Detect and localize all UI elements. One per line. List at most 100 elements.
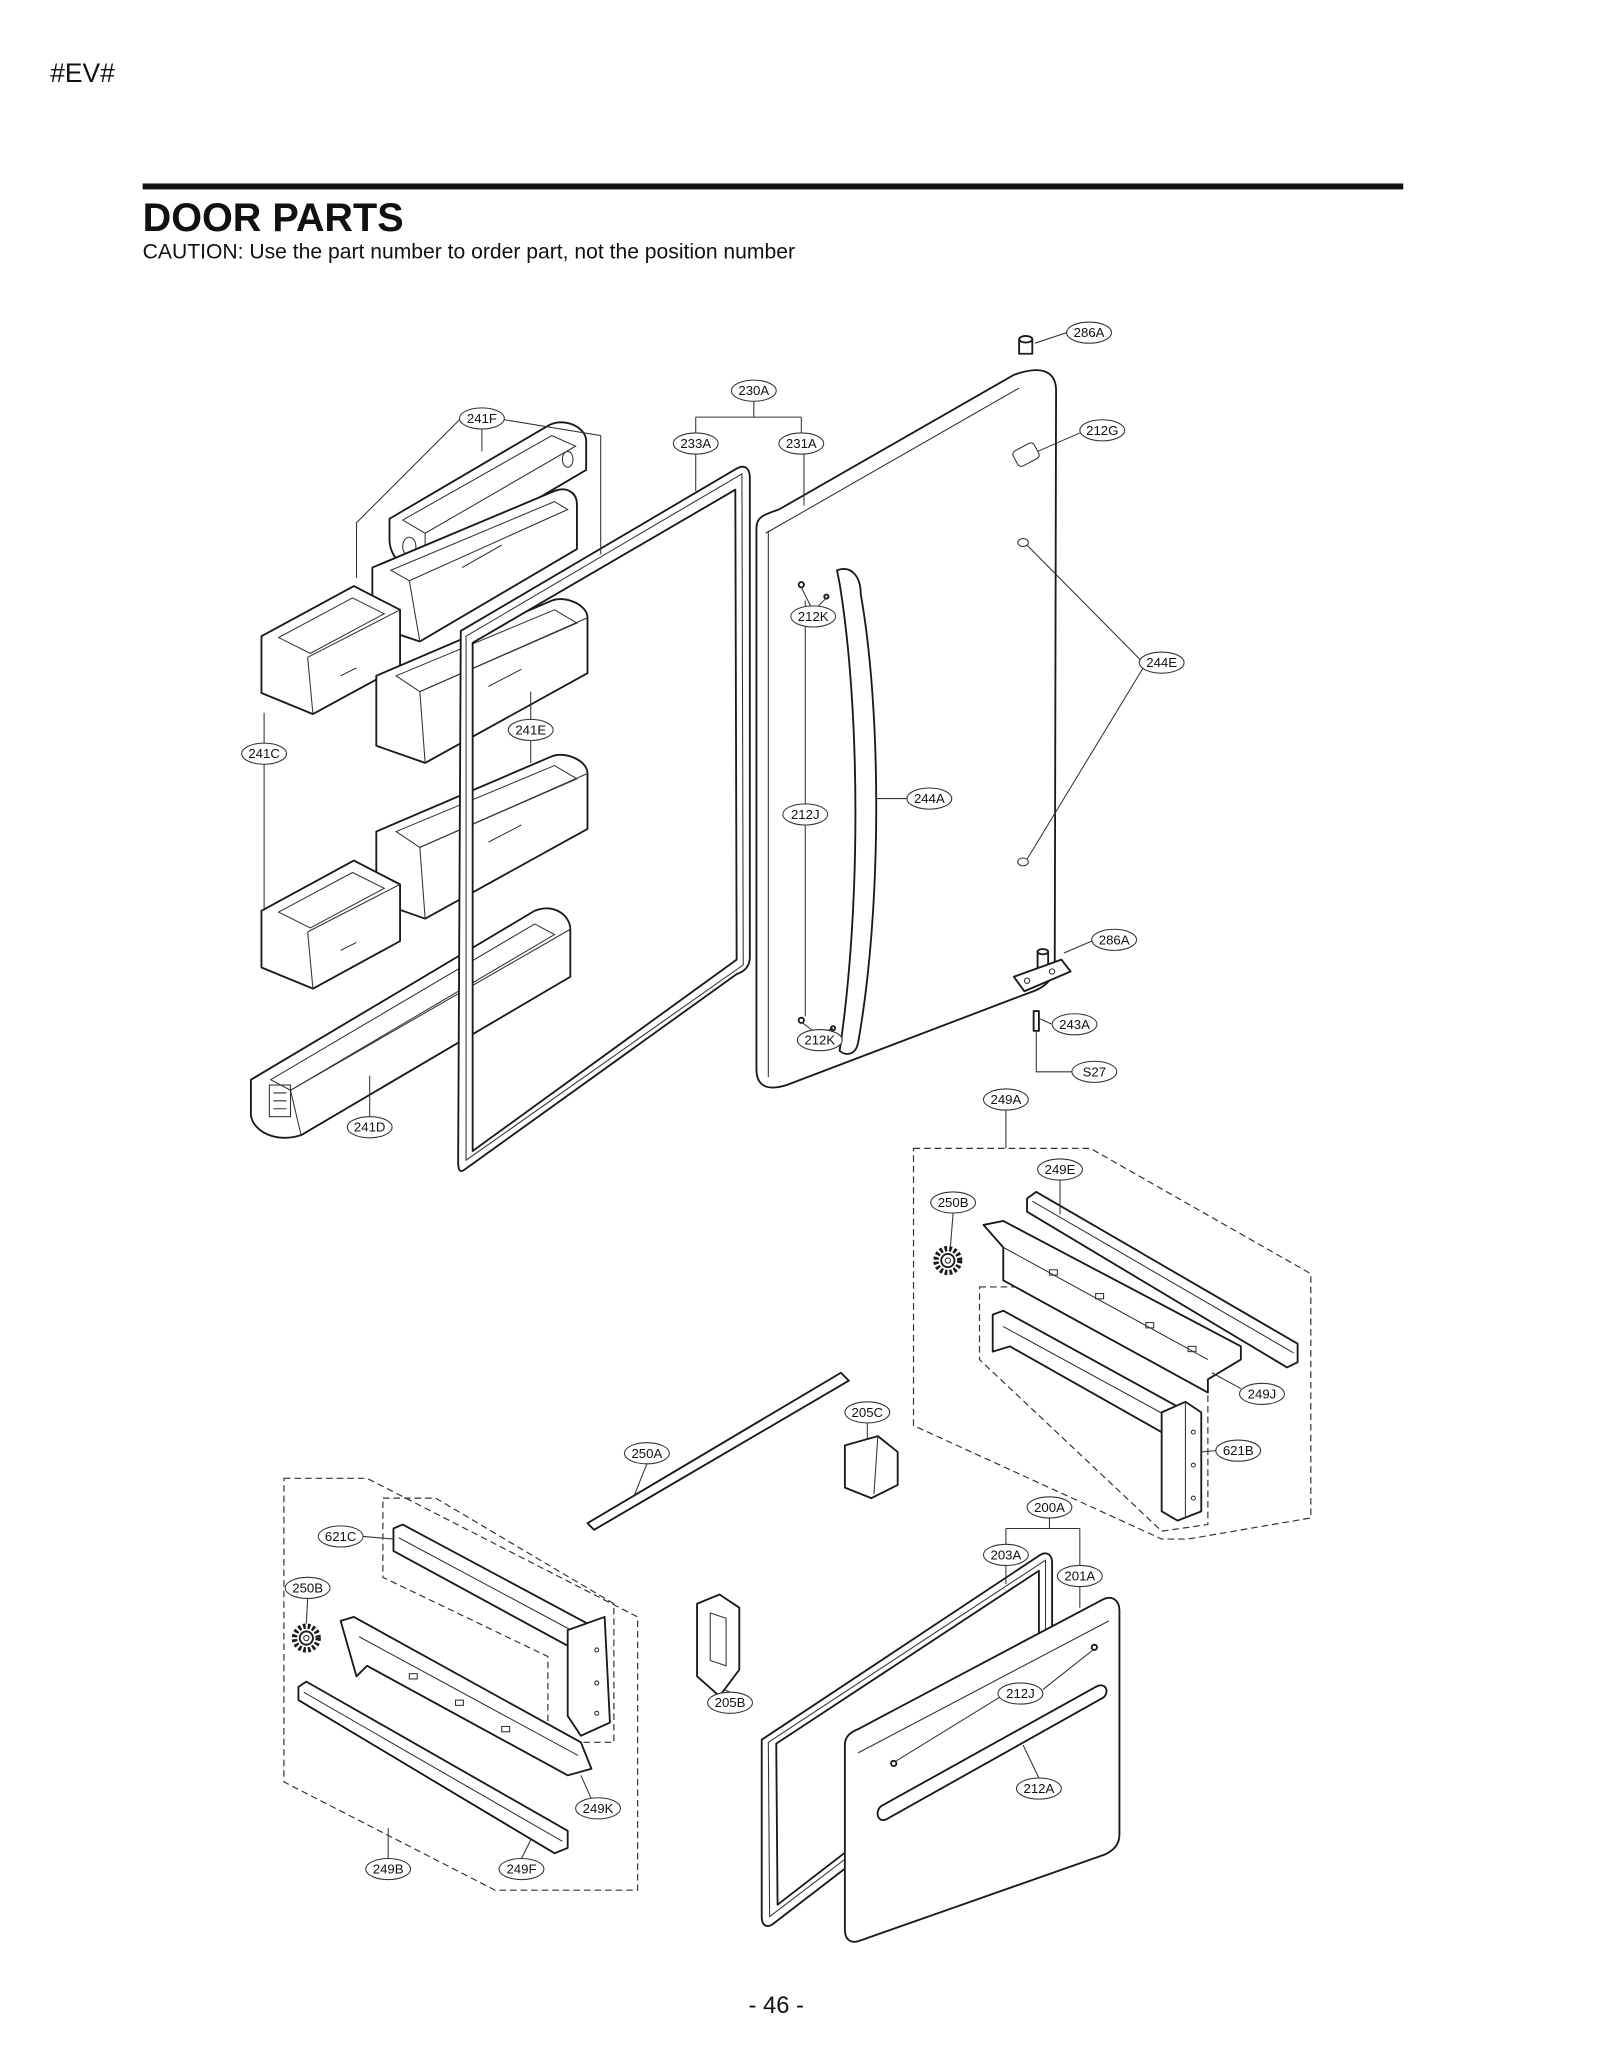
cap-hole-icon <box>1017 538 1029 547</box>
callout-249a: 249A <box>982 1088 1029 1111</box>
strip-250A <box>586 1371 850 1531</box>
bracket-upper-right <box>982 1220 1242 1394</box>
page-number: - 46 - <box>749 1992 804 2019</box>
bracket-249K <box>339 1616 593 1777</box>
svg-text:212G: 212G <box>1086 423 1118 438</box>
callout-621c: 621C <box>317 1525 364 1548</box>
svg-text:249F: 249F <box>506 1862 536 1877</box>
callout-250a: 250A <box>623 1442 670 1465</box>
callout-212k-upper: 212K <box>790 605 837 628</box>
svg-text:203A: 203A <box>991 1547 1022 1562</box>
callout-212g: 212G <box>1079 419 1126 442</box>
door-bin-241F <box>371 421 588 643</box>
callout-200a: 200A <box>1026 1496 1073 1519</box>
callout-286a-lower: 286A <box>1091 928 1138 951</box>
door-gasket-233A <box>457 465 751 1172</box>
rail-621C <box>392 1523 611 1737</box>
svg-text:230A: 230A <box>738 383 769 398</box>
svg-text:205C: 205C <box>852 1405 884 1420</box>
callout-286a-top: 286A <box>1066 321 1113 344</box>
callout-249b: 249B <box>365 1857 412 1881</box>
lg-logo-badge <box>1012 442 1040 467</box>
screw-icon <box>823 593 830 600</box>
callout-241e: 241E <box>507 718 554 742</box>
screw-icon <box>1090 1643 1098 1651</box>
svg-text:621B: 621B <box>1223 1443 1254 1458</box>
svg-text:205B: 205B <box>715 1695 746 1710</box>
screw-icon <box>890 1759 898 1768</box>
screw-icon <box>829 1025 837 1032</box>
callout-233a: 233A <box>672 432 719 455</box>
callout-203a: 203A <box>982 1543 1029 1566</box>
assembly-outline-left <box>283 1477 639 1891</box>
callout-231a: 231A <box>778 432 825 455</box>
callout-241d: 241D <box>346 1116 393 1139</box>
svg-text:S27: S27 <box>1083 1064 1106 1079</box>
page-title: DOOR PARTS <box>143 196 404 240</box>
svg-text:249K: 249K <box>583 1801 614 1816</box>
svg-text:249J: 249J <box>1248 1386 1277 1401</box>
callout-249e: 249E <box>1037 1158 1083 1181</box>
callout-205c: 205C <box>844 1401 891 1424</box>
svg-text:212A: 212A <box>1024 1781 1055 1796</box>
callout-244e: 244E <box>1138 651 1185 674</box>
svg-text:212J: 212J <box>1006 1686 1035 1701</box>
bracket-205B <box>696 1593 741 1698</box>
svg-text:250B: 250B <box>292 1580 323 1595</box>
svg-text:243A: 243A <box>1059 1017 1090 1032</box>
guide-rail-249E <box>1026 1190 1299 1369</box>
callout-212j-lower: 212J <box>997 1682 1044 1705</box>
svg-text:286A: 286A <box>1099 932 1130 947</box>
svg-text:241D: 241D <box>354 1120 386 1135</box>
callout-250b-right: 250B <box>930 1191 977 1214</box>
callout-249f: 249F <box>498 1857 545 1881</box>
header-rule <box>142 183 1404 190</box>
svg-text:241E: 241E <box>515 722 546 737</box>
svg-text:621C: 621C <box>325 1529 357 1544</box>
svg-text:212K: 212K <box>798 609 829 624</box>
callout-249k: 249K <box>575 1797 622 1820</box>
gear-icon-250B-right <box>933 1246 963 1276</box>
drawer-front-201A <box>843 1596 1121 1943</box>
callout-230a: 230A <box>730 379 777 402</box>
assembly-outline-inner-left <box>382 1497 615 1743</box>
cover-205C <box>843 1435 899 1500</box>
callout-241f: 241F <box>458 407 505 430</box>
rail-249F <box>297 1680 569 1855</box>
hinge-pin-top <box>1018 335 1034 355</box>
svg-text:241C: 241C <box>248 746 280 761</box>
callout-201a: 201A <box>1056 1564 1103 1588</box>
drawer-handle-212A <box>876 1684 1108 1821</box>
door-bin-large-lower <box>375 754 589 920</box>
svg-text:286A: 286A <box>1074 325 1105 340</box>
svg-text:250A: 250A <box>631 1446 662 1461</box>
door-bin-241D <box>249 907 572 1139</box>
callout-205b: 205B <box>707 1691 754 1714</box>
svg-text:233A: 233A <box>680 436 711 451</box>
svg-text:212K: 212K <box>804 1033 835 1048</box>
caution-note: CAUTION: Use the part number to order pa… <box>143 241 795 264</box>
callout-212j-upper: 212J <box>782 803 829 826</box>
leader-lines <box>263 332 1242 1859</box>
bracket-621B <box>1160 1400 1203 1522</box>
callout-250b-left: 250B <box>284 1576 331 1599</box>
door-bin-small-lower <box>260 859 401 990</box>
svg-text:249B: 249B <box>373 1862 404 1877</box>
callout-212k-lower: 212K <box>796 1029 843 1052</box>
svg-text:212J: 212J <box>791 807 820 822</box>
svg-text:249E: 249E <box>1045 1162 1076 1177</box>
svg-text:249A: 249A <box>991 1092 1022 1107</box>
door-bin-large-upper <box>375 598 589 764</box>
svg-text:201A: 201A <box>1064 1569 1095 1584</box>
callout-249j: 249J <box>1239 1382 1285 1405</box>
svg-text:244A: 244A <box>914 791 945 806</box>
callout-243a: 243A <box>1051 1013 1098 1036</box>
callout-s27: S27 <box>1071 1060 1118 1083</box>
refrigerator-door-231A <box>755 369 1057 1089</box>
svg-text:244E: 244E <box>1146 655 1177 670</box>
callout-621b: 621B <box>1215 1439 1262 1462</box>
svg-text:241F: 241F <box>467 411 497 426</box>
screw-icon <box>797 1016 805 1024</box>
model-code: #EV# <box>50 58 115 88</box>
